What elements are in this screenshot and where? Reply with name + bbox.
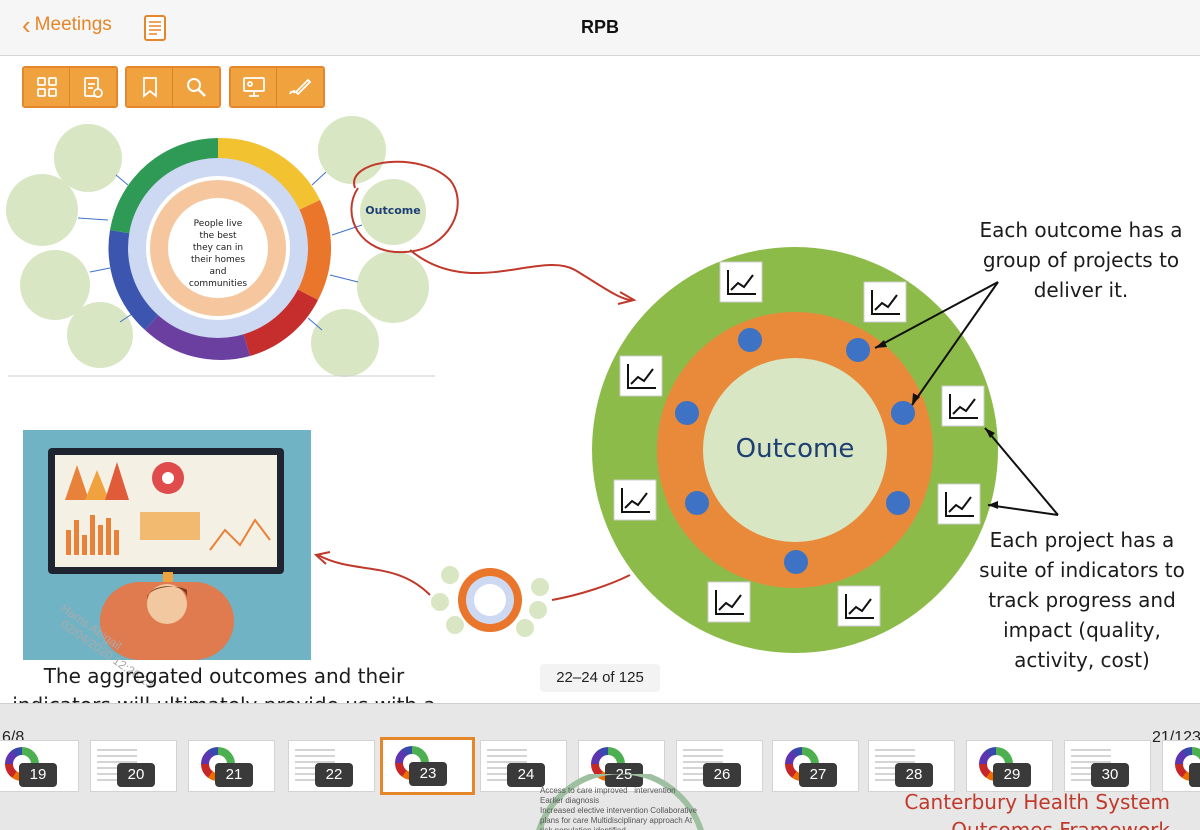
dashboard-caption: The aggregated outcomes and their indica… bbox=[12, 664, 435, 704]
red-arrow-to-outcome bbox=[409, 249, 633, 301]
thumbnail-number: 30 bbox=[1091, 763, 1129, 787]
outcomes-framework-wheel bbox=[108, 137, 332, 361]
thumbnail-number: 26 bbox=[703, 763, 741, 787]
thumbnail-slide[interactable]: 3 bbox=[1162, 740, 1200, 792]
thumbnail-slide[interactable]: 28 bbox=[868, 740, 955, 792]
thumbnail-slide[interactable]: 21 bbox=[188, 740, 275, 792]
outcome-bubble bbox=[360, 179, 426, 245]
line-chart-icon bbox=[941, 385, 985, 427]
toolbar-group-present bbox=[229, 66, 325, 108]
thumbnail-slide[interactable]: 19 bbox=[0, 740, 79, 792]
thumbnail-number: 21 bbox=[215, 763, 253, 787]
bookmark-button[interactable] bbox=[127, 68, 173, 106]
connector-arrows bbox=[77, 171, 363, 331]
toolbar-group-view bbox=[22, 66, 118, 108]
thumbnail-number: 27 bbox=[799, 763, 837, 787]
thumbnail-slide[interactable]: 20 bbox=[90, 740, 177, 792]
thumbnail-number: 22 bbox=[315, 763, 353, 787]
agenda-button[interactable] bbox=[70, 68, 116, 106]
page-indicator: 22–24 of 125 bbox=[540, 664, 660, 692]
page-title: RPB bbox=[580, 17, 619, 37]
thumbnail-slide[interactable]: 22 bbox=[288, 740, 375, 792]
back-button[interactable]: ‹ Meetings bbox=[22, 10, 112, 40]
line-chart-icon bbox=[619, 355, 663, 397]
line-chart-icon bbox=[837, 585, 881, 627]
thumbnail-number: 28 bbox=[895, 763, 933, 787]
red-arrow-to-dashboard bbox=[317, 554, 431, 596]
thumbnail-strip[interactable]: 6/8 21/123 1920212223242526272829303 Acc… bbox=[0, 703, 1200, 830]
thumbnail-number: 23 bbox=[409, 762, 447, 786]
indicators-caption: Each project has a suite of indicators t… bbox=[979, 528, 1185, 672]
line-chart-icon bbox=[719, 261, 763, 303]
project-dots bbox=[675, 328, 915, 574]
indicator-chart-icons bbox=[613, 261, 985, 627]
line-chart-icon bbox=[613, 479, 657, 521]
background-slide-labels: Access to care improved intervention Ear… bbox=[540, 786, 697, 830]
annotate-button[interactable] bbox=[277, 68, 323, 106]
back-label: Meetings bbox=[34, 14, 112, 35]
toolbar-group-find bbox=[125, 66, 221, 108]
navigation-bar: ‹ Meetings RPB bbox=[0, 0, 1200, 56]
background-slide-wheel bbox=[536, 774, 704, 830]
thumbnail-number: 20 bbox=[117, 763, 155, 787]
grid-icon bbox=[36, 77, 57, 97]
bookmark-icon bbox=[142, 77, 157, 98]
wheel-center-text: People live the best they can in their h… bbox=[188, 219, 248, 289]
search-button[interactable] bbox=[173, 68, 219, 106]
thumbnail-slide[interactable]: 24 bbox=[480, 740, 567, 792]
thumbnail-slide[interactable]: 26 bbox=[676, 740, 763, 792]
clipboard-clock-icon bbox=[84, 77, 103, 98]
outcome-bubble-label: Outcome bbox=[365, 204, 421, 217]
thumbnail-number: 19 bbox=[19, 763, 57, 787]
black-pointer-arrows bbox=[874, 281, 1059, 516]
line-chart-icon bbox=[937, 483, 981, 525]
line-chart-icon bbox=[863, 281, 907, 323]
pen-icon bbox=[289, 78, 312, 96]
presentation-icon bbox=[242, 77, 265, 97]
outcome-center-label: Outcome bbox=[735, 434, 855, 464]
chevron-left-icon: ‹ bbox=[22, 10, 31, 40]
outcome-rings-diagram bbox=[592, 247, 998, 653]
thumbnail-slide[interactable]: 30 bbox=[1064, 740, 1151, 792]
thumbnail-number: 29 bbox=[993, 763, 1031, 787]
search-icon bbox=[187, 78, 206, 97]
thumbnail-number: 3 bbox=[1189, 763, 1200, 787]
dashboard-illustration: Harris Abigail 02/04/2020 12:26:23 bbox=[23, 430, 311, 692]
line-chart-icon bbox=[707, 581, 751, 623]
slide-canvas: Harris Abigail 02/04/2020 12:26:23 Peopl… bbox=[0, 56, 1200, 704]
grid-view-button[interactable] bbox=[24, 68, 70, 106]
thumbnail-number: 24 bbox=[507, 763, 545, 787]
background-slide-title: Canterbury Health System Outcomes Framew… bbox=[904, 790, 1170, 830]
notes-icon[interactable] bbox=[144, 15, 166, 46]
present-button[interactable] bbox=[231, 68, 277, 106]
thumbnail-slide[interactable]: 27 bbox=[772, 740, 859, 792]
thumbnail-slide[interactable]: 23 bbox=[380, 737, 475, 795]
projects-caption: Each outcome has a group of projects to … bbox=[979, 218, 1183, 302]
mini-wheel bbox=[431, 566, 549, 637]
red-circle-annotation bbox=[350, 160, 459, 254]
satellite-bubbles bbox=[6, 116, 429, 377]
thumbnail-slide[interactable]: 29 bbox=[966, 740, 1053, 792]
